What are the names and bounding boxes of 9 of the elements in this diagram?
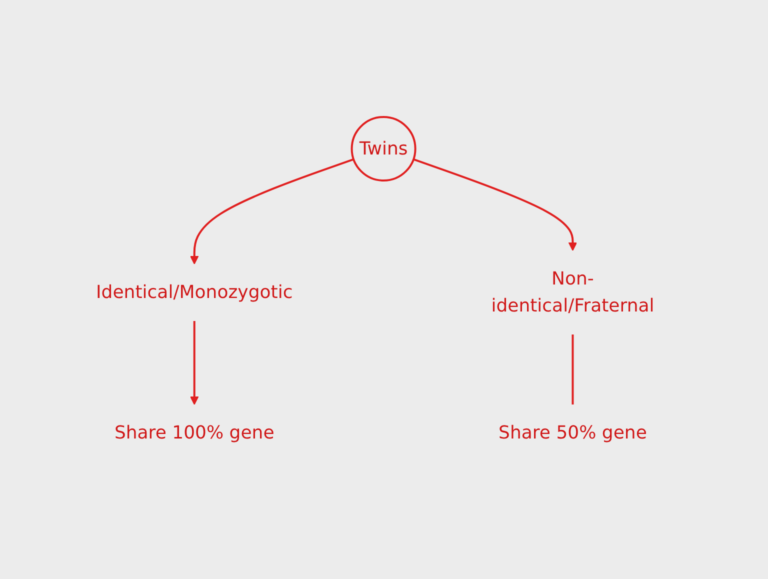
connector [571, 334, 574, 405]
node-text: Identical/Monozygotic [96, 282, 292, 304]
node-circle: Twins [350, 116, 416, 182]
node-text: Non-identical/Fraternal [490, 268, 654, 317]
arrow [190, 321, 198, 406]
node-text: Share 100% gene [114, 422, 274, 444]
node-text: Share 50% gene [498, 422, 647, 444]
arrow [412, 158, 577, 252]
arrow [190, 158, 354, 265]
